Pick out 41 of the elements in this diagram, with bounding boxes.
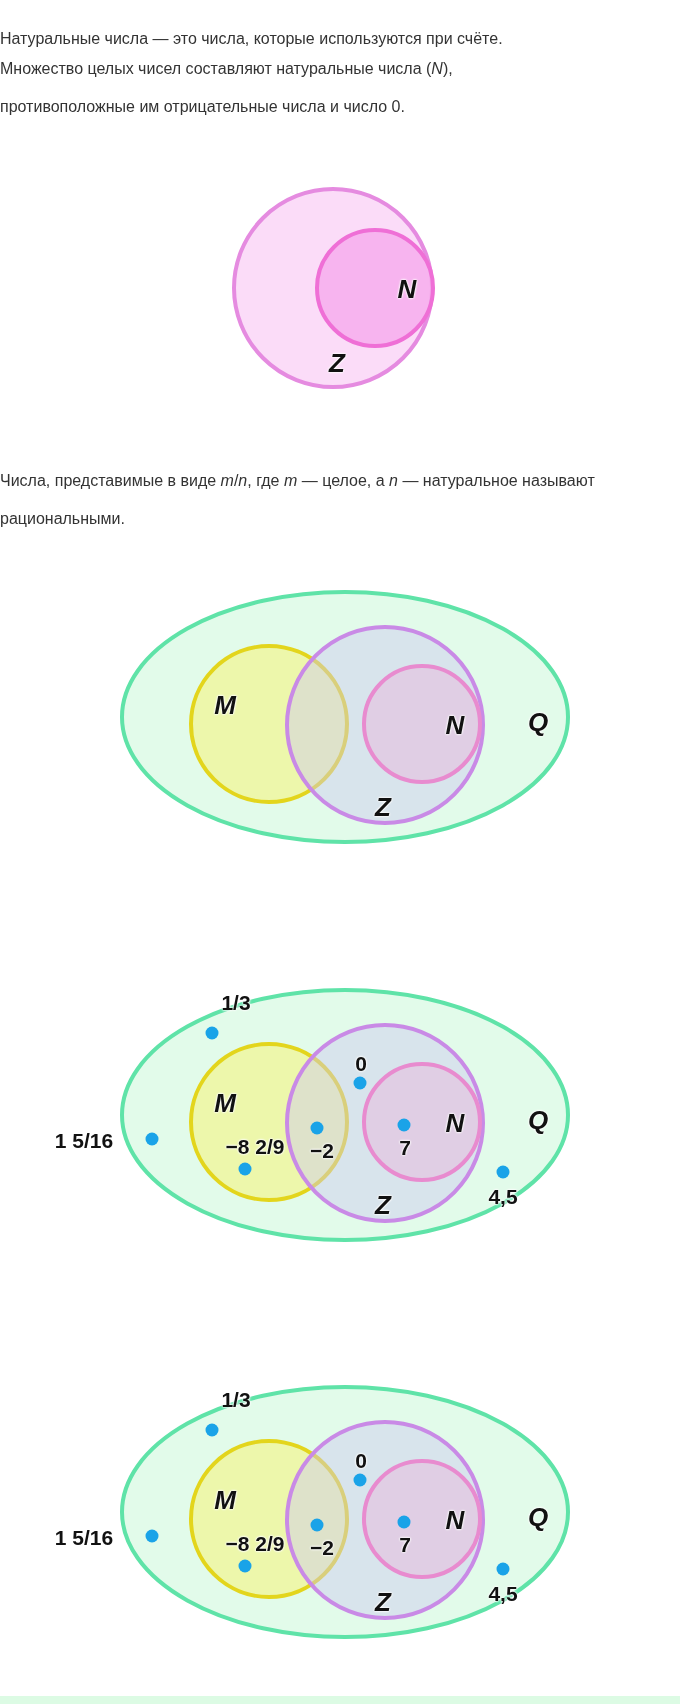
set-circle [189, 1042, 349, 1202]
set-letter: M [214, 1090, 236, 1116]
set-letter: Z [375, 794, 391, 820]
number-label: 1 5/16 [54, 1526, 114, 1548]
number-label: 4,5 [488, 1185, 518, 1207]
set-circle [285, 1420, 485, 1620]
number-label: −2 [310, 1536, 334, 1558]
set-letter: Z [375, 1192, 391, 1218]
paragraph: Числа, представимые в виде m/n, где m — целое, а n — натуральное называют рациональными. [0, 471, 596, 529]
set-letter: Q [527, 709, 549, 735]
set-circle [232, 187, 434, 389]
set-letter: M [214, 1487, 236, 1513]
set-circle [189, 1439, 349, 1599]
set-letter: N [445, 1110, 465, 1136]
number-label: −8 2/9 [225, 1532, 285, 1554]
set-circle [285, 625, 485, 825]
number-label: 0 [355, 1449, 367, 1471]
set-letter: Z [329, 350, 345, 376]
set-letter: N [445, 1507, 465, 1533]
number-label: 4,5 [488, 1582, 518, 1604]
set-letter: Z [375, 1589, 391, 1615]
set-ellipse [120, 590, 570, 844]
paragraph: Натуральные числа — это числа, которые используются при счёте. [0, 29, 504, 49]
set-circle [189, 644, 349, 804]
set-circle [362, 664, 482, 784]
number-label: −8 2/9 [225, 1135, 285, 1157]
set-letter: M [214, 692, 236, 718]
set-circle [315, 228, 435, 348]
set-letter: N [397, 276, 417, 302]
set-circle [285, 1023, 485, 1223]
number-label: 7 [399, 1136, 411, 1158]
set-letter: Q [527, 1504, 549, 1530]
set-ellipse [120, 1385, 570, 1639]
number-label: −2 [310, 1139, 334, 1161]
set-letter: Q [527, 1107, 549, 1133]
set-letter: N [445, 712, 465, 738]
set-ellipse [120, 988, 570, 1242]
number-label: 7 [399, 1533, 411, 1555]
paragraph: Множество целых чисел составляют натуральные числа (N), противоположные им отрицательные числа и число 0. [0, 59, 454, 117]
number-label: 0 [355, 1052, 367, 1074]
number-label: 1 5/16 [54, 1129, 114, 1151]
